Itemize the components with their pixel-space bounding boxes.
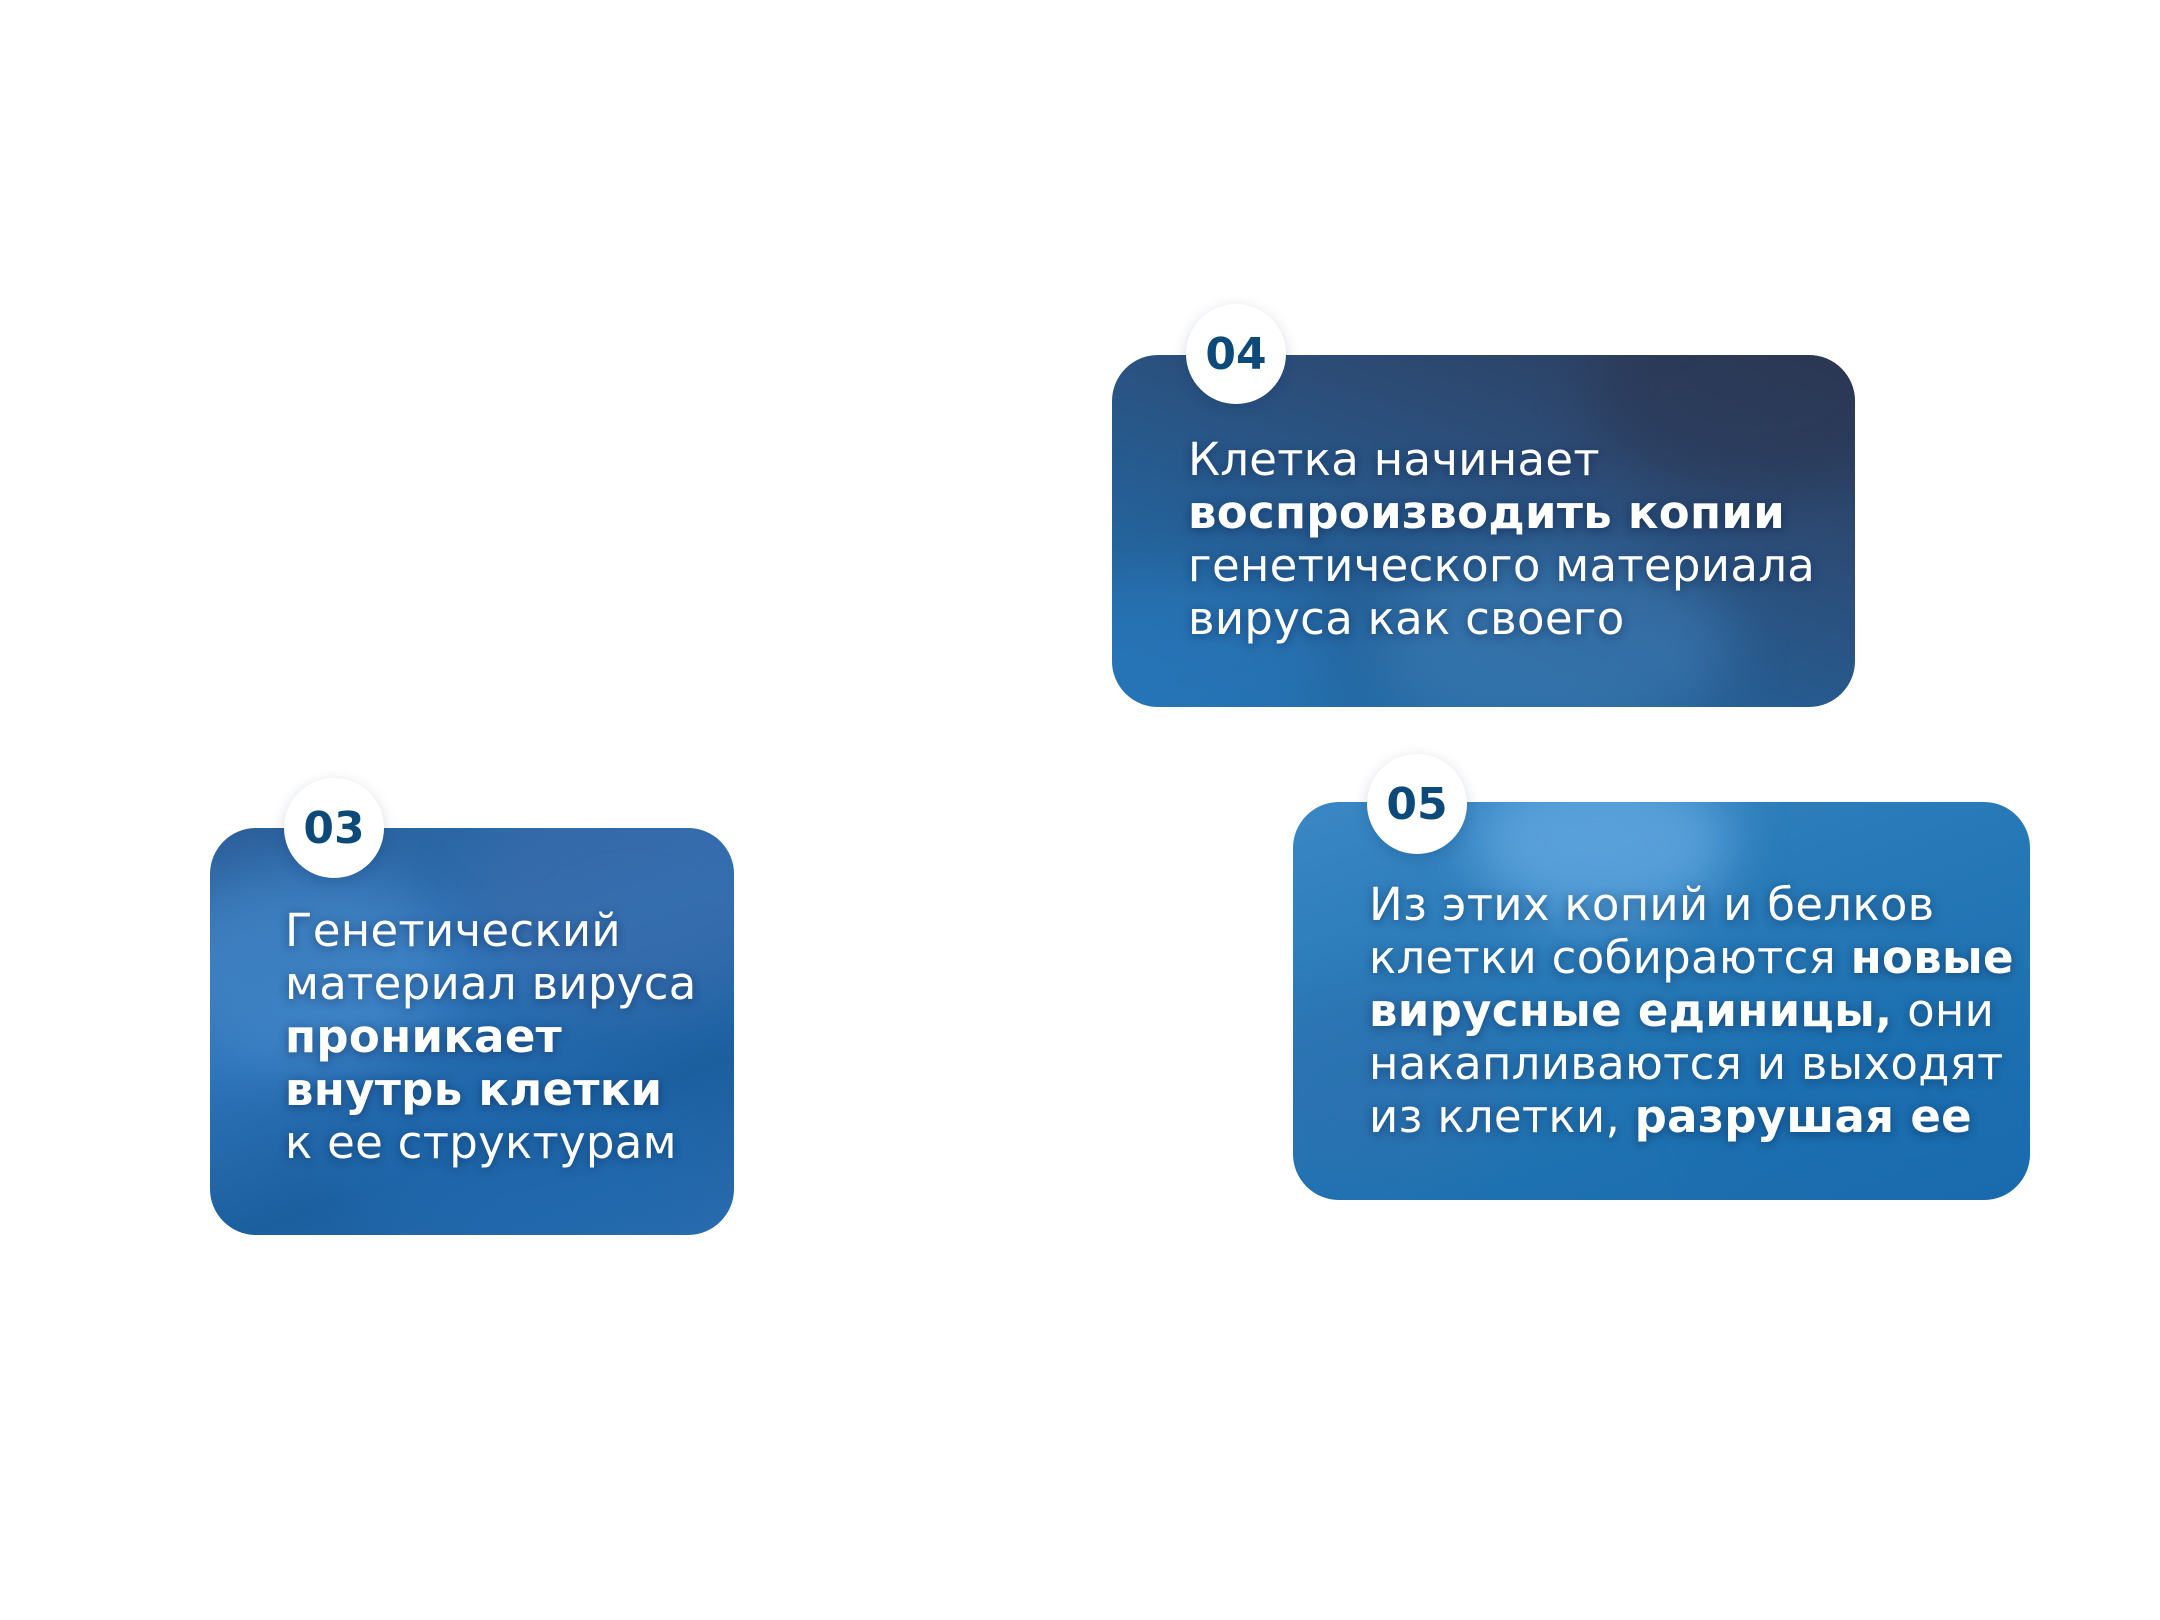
card-background [1293, 802, 2030, 1200]
description-line: Клетка начинает [1188, 433, 1828, 486]
description-line: материал вируса [285, 957, 715, 1010]
card-background [1112, 355, 1855, 707]
description-line: внутрь клетки [285, 1063, 715, 1116]
background-blur-shape [210, 868, 450, 1068]
description-line: вирусные единицы, они [1369, 984, 2019, 1037]
background-blur-shape [1293, 982, 1513, 1182]
description-line: Генетический [285, 904, 715, 957]
emphasis-text: вирусные единицы, [1369, 984, 1893, 1037]
description-line: генетического материала [1188, 539, 1828, 592]
body-text: они [1892, 984, 1995, 1037]
body-text: клетки собираются [1369, 931, 1851, 984]
body-text: Генетический [285, 904, 621, 957]
description-line: вируса как своего [1188, 592, 1828, 645]
emphasis-text: воспроизводить копии [1188, 486, 1786, 539]
description-line: воспроизводить копии [1188, 486, 1828, 539]
body-text: вируса как своего [1188, 592, 1625, 645]
background-blur-shape [330, 1058, 690, 1235]
emphasis-text: внутрь клетки [285, 1063, 663, 1116]
description-line: к ее структурам [285, 1116, 715, 1169]
emphasis-text: новые [1850, 931, 2014, 984]
description-line: накапливаются и выходят [1369, 1037, 2019, 1090]
background-blur-shape [1713, 1022, 2030, 1200]
step-number-badge: 05 [1367, 754, 1467, 854]
body-text: материал вируса [285, 957, 697, 1010]
body-text: Из этих копий и белков [1369, 878, 1935, 931]
step-number-badge: 03 [284, 778, 384, 878]
card-background [210, 828, 734, 1235]
description-line: из клетки, разрушая ее [1369, 1090, 2019, 1143]
emphasis-text: проникает [285, 1010, 563, 1063]
body-text: из клетки, [1369, 1090, 1635, 1143]
description-line: проникает [285, 1010, 715, 1063]
description-line: клетки собираются новые [1369, 931, 2019, 984]
body-text: Клетка начинает [1188, 433, 1600, 486]
emphasis-text: разрушая ее [1634, 1090, 1972, 1143]
body-text: генетического материала [1188, 539, 1816, 592]
description-line: Из этих копий и белков [1369, 878, 2019, 931]
step-number-badge: 04 [1186, 304, 1286, 404]
background-blur-shape [1372, 555, 1732, 707]
body-text: накапливаются и выходят [1369, 1037, 2004, 1090]
body-text: к ее структурам [285, 1116, 677, 1169]
